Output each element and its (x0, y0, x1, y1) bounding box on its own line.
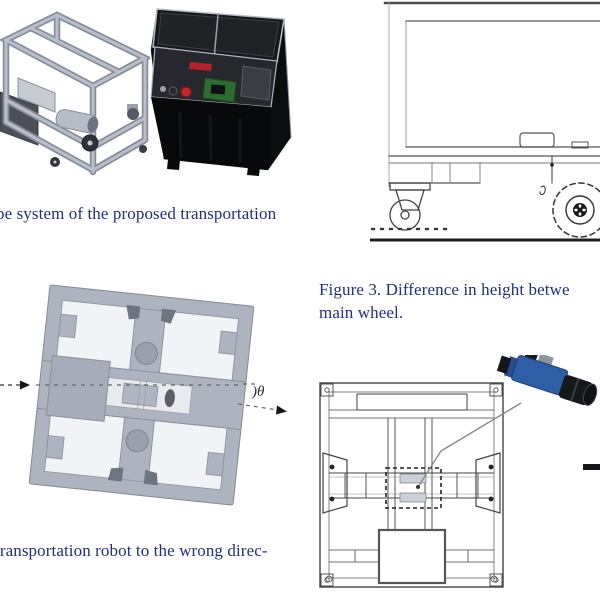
aluminum-frame (0, 11, 150, 176)
main-wheel (552, 182, 600, 238)
top-view-tilted-render (0, 284, 287, 506)
caster-wheel (389, 182, 431, 231)
cad-frame-render-image (0, 11, 150, 176)
power-unit (240, 65, 272, 101)
caption-figure3-line1: Figure 3. Difference in height betwe (319, 280, 570, 299)
bottom-cylinder (125, 429, 149, 453)
caption-figure3: Figure 3. Difference in height betwe mai… (319, 278, 600, 324)
valve-callout-line (416, 402, 522, 489)
ground-line (370, 227, 600, 242)
left-bracket (322, 452, 367, 514)
top-cylinder (134, 341, 158, 365)
valve-location-dashed-box (385, 467, 442, 509)
center-slot (164, 389, 175, 407)
control-box-photo (150, 8, 292, 176)
right-bracket (456, 452, 501, 514)
drive-cylinder (55, 109, 99, 134)
rear-module-box (377, 528, 447, 585)
caption-prototype: pe system of the proposed transportation (0, 204, 277, 223)
control-box (150, 8, 292, 176)
angle-theta-label: )θ (252, 384, 265, 400)
arrow-fragment (583, 464, 600, 470)
handle (519, 132, 555, 148)
gray-button (160, 86, 166, 92)
red-label (189, 62, 212, 71)
valve-figure-drawing (319, 355, 600, 588)
direction-arrow-left (0, 380, 30, 390)
frame-wheels (50, 104, 147, 167)
actuator-plate (17, 77, 56, 113)
robot-frame-top-view (28, 284, 255, 506)
caption-wrong-direction: transportation robot to the wrong direc- (0, 541, 268, 560)
red-button (180, 86, 192, 98)
side-view-drawing (370, 1, 600, 242)
latch (571, 141, 589, 149)
deviation-arrow (237, 383, 287, 415)
black-knob (168, 86, 178, 96)
height-difference-mark (539, 185, 546, 195)
side-module (45, 354, 111, 422)
hydraulic-valve-photo (496, 355, 598, 406)
caption-figure3-line2: main wheel. (319, 303, 404, 322)
robot-body-outline (383, 1, 600, 188)
